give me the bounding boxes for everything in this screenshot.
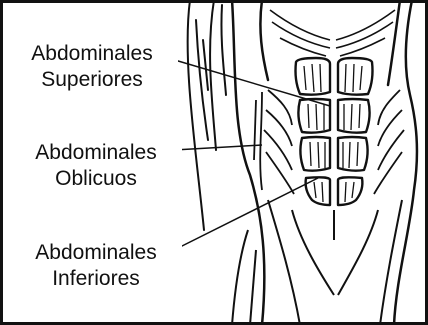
label-inferiores-line1: Abdominales [12,240,180,266]
label-inferiores-line2: Inferiores [12,266,180,292]
label-oblicuos-line2: Oblicuos [12,166,180,192]
label-abdominales-inferiores: Abdominales Inferiores [10,240,182,292]
label-abdominales-oblicuos: Abdominales Oblicuos [10,140,182,192]
label-superiores-line1: Abdominales [8,41,176,67]
label-oblicuos-line1: Abdominales [12,140,180,166]
label-superiores-line2: Superiores [8,67,176,93]
label-abdominales-superiores: Abdominales Superiores [6,41,178,93]
